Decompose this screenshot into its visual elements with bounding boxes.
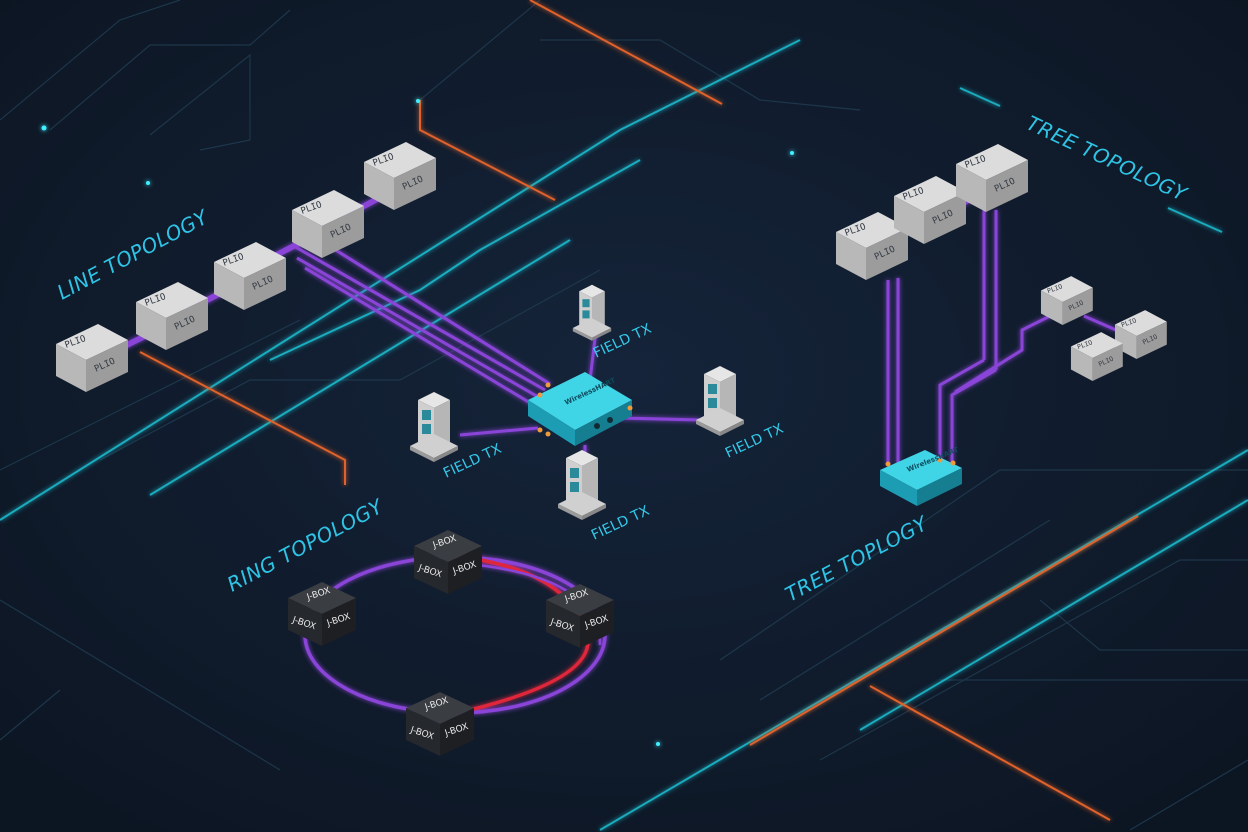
plc-boxes: PLIOPLIOPLIOPLIOPLIOPLIOPLIOPLIOPLIOPLIO… [56, 142, 1167, 392]
tree-hub: WirelessHART [880, 446, 962, 506]
field-transmitter [410, 392, 458, 462]
field-transmitter [572, 284, 612, 341]
main-hub: WirelessHART [528, 372, 633, 446]
circuit-traces-cyan [0, 39, 1248, 831]
field-transmitter [558, 450, 606, 520]
field-transmitters [410, 284, 744, 520]
circuit-traces-orange [139, 0, 1139, 821]
field-transmitter [696, 366, 744, 436]
